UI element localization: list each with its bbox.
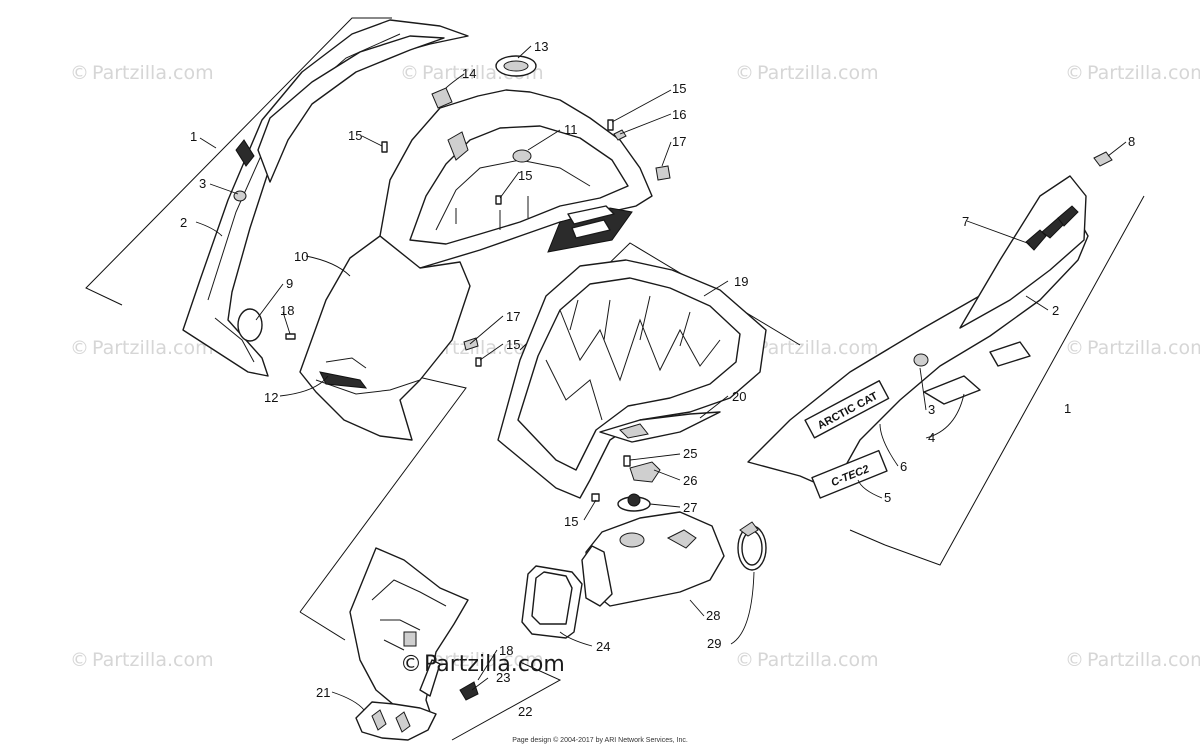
intake-assembly <box>521 455 767 639</box>
svg-text:©: © <box>400 652 422 677</box>
leader-lines <box>195 45 1127 711</box>
svg-text:©: © <box>70 337 89 359</box>
callout-label: 15 <box>564 514 578 529</box>
callout-label: 21 <box>316 685 330 700</box>
watermark: ©Partzilla.com <box>1065 62 1200 84</box>
svg-text:Partzilla.com: Partzilla.com <box>1087 62 1200 84</box>
callout-label: 2 <box>180 215 187 230</box>
watermark: ©Partzilla.com <box>735 649 879 671</box>
left-hood-trim <box>182 19 469 377</box>
svg-text:Partzilla.com: Partzilla.com <box>422 337 544 359</box>
center-fairing <box>299 55 653 441</box>
center-watermark: © Partzilla.com <box>400 652 565 677</box>
svg-text:Partzilla.com: Partzilla.com <box>92 62 214 84</box>
callout-label: 3 <box>928 402 935 417</box>
callout-label: 11 <box>564 122 578 137</box>
svg-text:Partzilla.com: Partzilla.com <box>424 652 565 677</box>
watermark: ©Partzilla.com <box>70 337 214 359</box>
callout-label: 15 <box>672 81 686 96</box>
watermark: ©Partzilla.com <box>735 62 879 84</box>
callout-label: 17 <box>672 134 686 149</box>
right-hood: ARCTIC CAT C-TEC2 <box>747 151 1113 499</box>
callout-label: 7 <box>962 214 969 229</box>
callout-label: 25 <box>683 446 697 461</box>
svg-text:©: © <box>400 62 419 84</box>
callout-labels: 1 2 3 13 14 15 16 11 17 15 15 10 9 18 12… <box>180 39 1135 719</box>
callout-label: 9 <box>286 276 293 291</box>
svg-text:©: © <box>735 649 754 671</box>
svg-text:©: © <box>735 62 754 84</box>
watermark: ©Partzilla.com <box>70 62 214 84</box>
svg-text:Partzilla.com: Partzilla.com <box>1087 337 1200 359</box>
svg-text:©: © <box>1065 649 1084 671</box>
svg-text:©: © <box>1065 62 1084 84</box>
svg-text:Partzilla.com: Partzilla.com <box>422 649 544 671</box>
watermark: ©Partzilla.com <box>1065 649 1200 671</box>
svg-text:©: © <box>1065 337 1084 359</box>
callout-label: 17 <box>506 309 520 324</box>
callout-label: 22 <box>518 704 532 719</box>
svg-text:Partzilla.com: Partzilla.com <box>757 337 879 359</box>
callout-label: 1 <box>1064 401 1071 416</box>
callout-label: 1 <box>190 129 197 144</box>
callout-label: 15 <box>518 168 532 183</box>
svg-text:Partzilla.com: Partzilla.com <box>92 337 214 359</box>
callout-label: 2 <box>1052 303 1059 318</box>
callout-label: 6 <box>900 459 907 474</box>
air-box <box>497 259 767 499</box>
lower-panel <box>349 547 479 741</box>
svg-text:©: © <box>70 62 89 84</box>
callout-label: 28 <box>706 608 720 623</box>
callout-label: 23 <box>496 670 510 685</box>
callout-label: 16 <box>672 107 686 122</box>
callout-label: 8 <box>1128 134 1135 149</box>
svg-text:Partzilla.com: Partzilla.com <box>757 649 879 671</box>
callout-label: 15 <box>506 337 520 352</box>
footer-copyright: Page design © 2004-2017 by ARI Network S… <box>512 737 688 744</box>
svg-text:©: © <box>70 649 89 671</box>
callout-label: 12 <box>264 390 278 405</box>
watermark: ©Partzilla.com <box>1065 337 1200 359</box>
callout-label: 26 <box>683 473 697 488</box>
callout-label: 3 <box>199 176 206 191</box>
callout-label: 29 <box>707 636 721 651</box>
callout-label: 13 <box>534 39 548 54</box>
watermark-grid: ©Partzilla.com ©Partzilla.com ©Partzilla… <box>70 62 1200 671</box>
callout-label: 19 <box>734 274 748 289</box>
callout-label: 27 <box>683 500 697 515</box>
callout-label: 20 <box>732 389 746 404</box>
callout-label: 10 <box>294 249 308 264</box>
callout-label: 5 <box>884 490 891 505</box>
callout-label: 24 <box>596 639 610 654</box>
callout-label: 14 <box>462 66 476 81</box>
callout-label: 15 <box>348 128 362 143</box>
svg-text:Partzilla.com: Partzilla.com <box>92 649 214 671</box>
watermark: ©Partzilla.com <box>70 649 214 671</box>
svg-text:Partzilla.com: Partzilla.com <box>1087 649 1200 671</box>
callout-label: 18 <box>280 303 294 318</box>
callout-label: 4 <box>928 430 935 445</box>
svg-text:Partzilla.com: Partzilla.com <box>757 62 879 84</box>
callout-label: 18 <box>499 643 513 658</box>
